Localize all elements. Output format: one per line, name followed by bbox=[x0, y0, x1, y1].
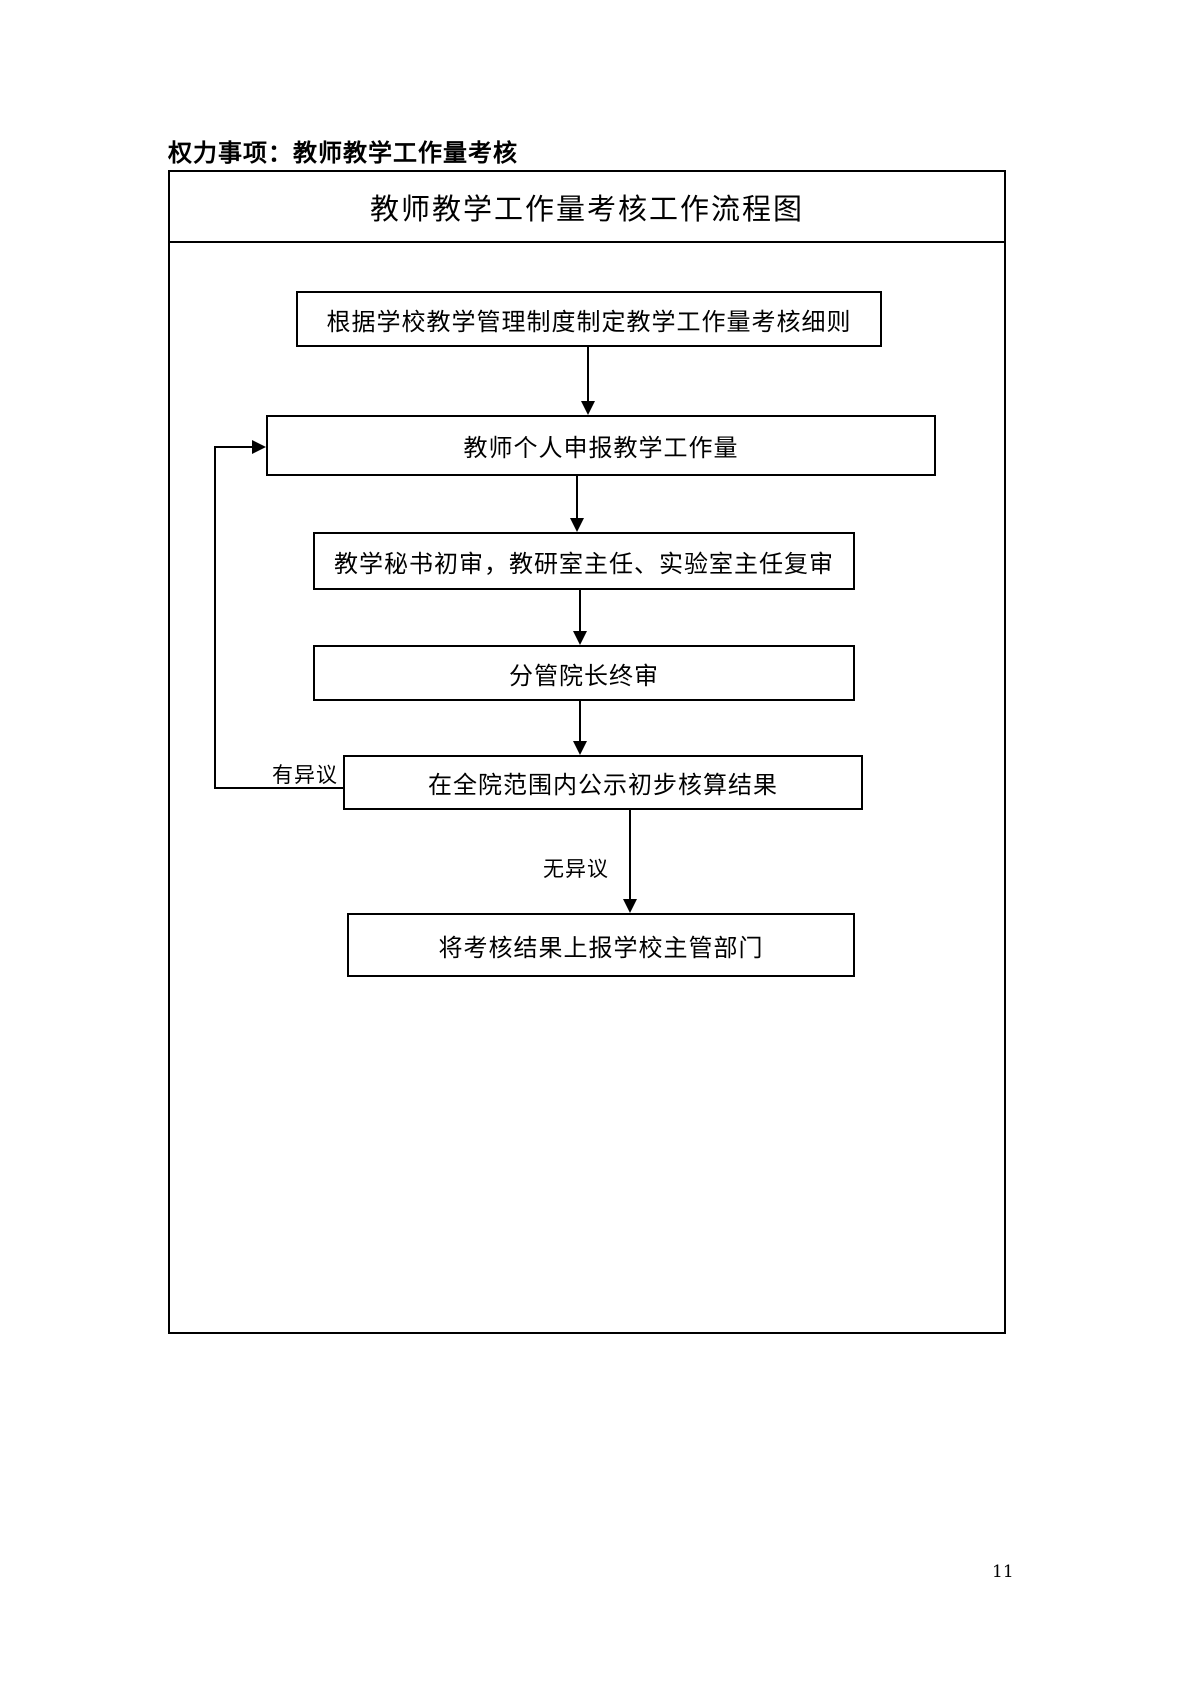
objection-label: 有异议 bbox=[272, 763, 338, 787]
feedback-line-bottom bbox=[214, 787, 343, 789]
flowchart-border bbox=[168, 170, 1006, 1334]
flow-step-report-to-school: 将考核结果上报学校主管部门 bbox=[347, 913, 855, 977]
flow-step-dean-final-review: 分管院长终审 bbox=[313, 645, 855, 701]
flowchart-title: 教师教学工作量考核工作流程图 bbox=[170, 172, 1004, 243]
page-number: 11 bbox=[992, 1562, 1014, 1582]
arrow-2-line bbox=[576, 476, 578, 518]
arrow-5-down-icon bbox=[623, 899, 637, 913]
arrow-4-line bbox=[579, 701, 581, 741]
feedback-line-top bbox=[214, 446, 252, 448]
flow-step-publicize-results: 在全院范围内公示初步核算结果 bbox=[343, 755, 863, 810]
feedback-arrow-right-icon bbox=[252, 440, 266, 454]
arrow-1-line bbox=[587, 347, 589, 401]
page-heading: 权力事项：教师教学工作量考核 bbox=[168, 139, 518, 167]
flow-step-secretary-review: 教学秘书初审，教研室主任、实验室主任复审 bbox=[313, 532, 855, 590]
no-objection-label: 无异议 bbox=[543, 857, 609, 881]
arrow-5-line bbox=[629, 810, 631, 899]
arrow-3-down-icon bbox=[573, 631, 587, 645]
arrow-3-line bbox=[579, 590, 581, 631]
arrow-4-down-icon bbox=[573, 741, 587, 755]
flow-step-define-rules: 根据学校教学管理制度制定教学工作量考核细则 bbox=[296, 291, 882, 347]
arrow-2-down-icon bbox=[570, 518, 584, 532]
feedback-line-vertical bbox=[214, 446, 216, 789]
flow-step-teacher-declare: 教师个人申报教学工作量 bbox=[266, 415, 936, 476]
arrow-1-down-icon bbox=[581, 401, 595, 415]
